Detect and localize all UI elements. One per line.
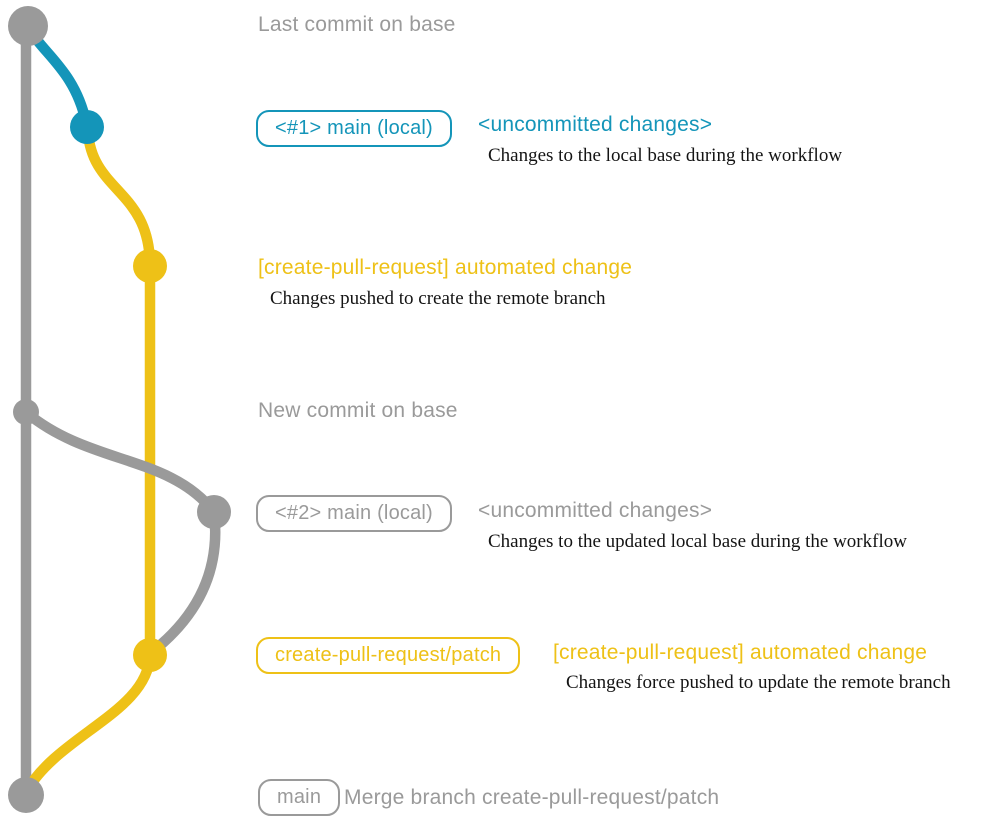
branch-badge-main-3: main [258,779,341,816]
note-force-pushed-update-branch: Changes force pushed to update the remot… [566,672,951,693]
commit-dot-last-base [8,6,48,46]
label-last-commit-on-base: Last commit on base [258,13,456,36]
note-pushed-create-branch: Changes pushed to create the remote bran… [270,288,606,309]
commit-graph [8,6,231,813]
commit-dot-local-1 [70,110,104,144]
merge-line [20,649,156,798]
branch-badge-main-2: <#2> main (local) [256,495,452,532]
commit-dot-new-base [13,399,39,425]
label-automated-change-2: [create-pull-request] automated change [553,641,928,664]
label-new-commit-on-base: New commit on base [258,399,458,422]
commit-dot-local-2 [197,495,231,529]
label-uncommitted-changes-2: <uncommitted changes> [478,499,713,522]
branch-badge-create-pull-request-patch: create-pull-request/patch [256,637,521,674]
note-updated-local-base-changes: Changes to the updated local base during… [488,531,907,552]
label-merge-branch: Merge branch create-pull-request/patch [344,786,720,809]
remote-branch-line [82,126,156,661]
label-uncommitted-changes-1: <uncommitted changes> [478,113,713,136]
branch-badge-main-1: <#1> main (local) [256,110,452,147]
commit-dot-remote-2 [133,638,167,672]
label-automated-change-1: [create-pull-request] automated change [258,256,633,279]
local-changes-line-2 [146,506,221,658]
commit-dot-merge [8,777,44,813]
note-local-base-changes: Changes to the local base during the wor… [488,145,843,166]
base-update-line [21,407,220,518]
commit-dot-remote-1 [133,249,167,283]
